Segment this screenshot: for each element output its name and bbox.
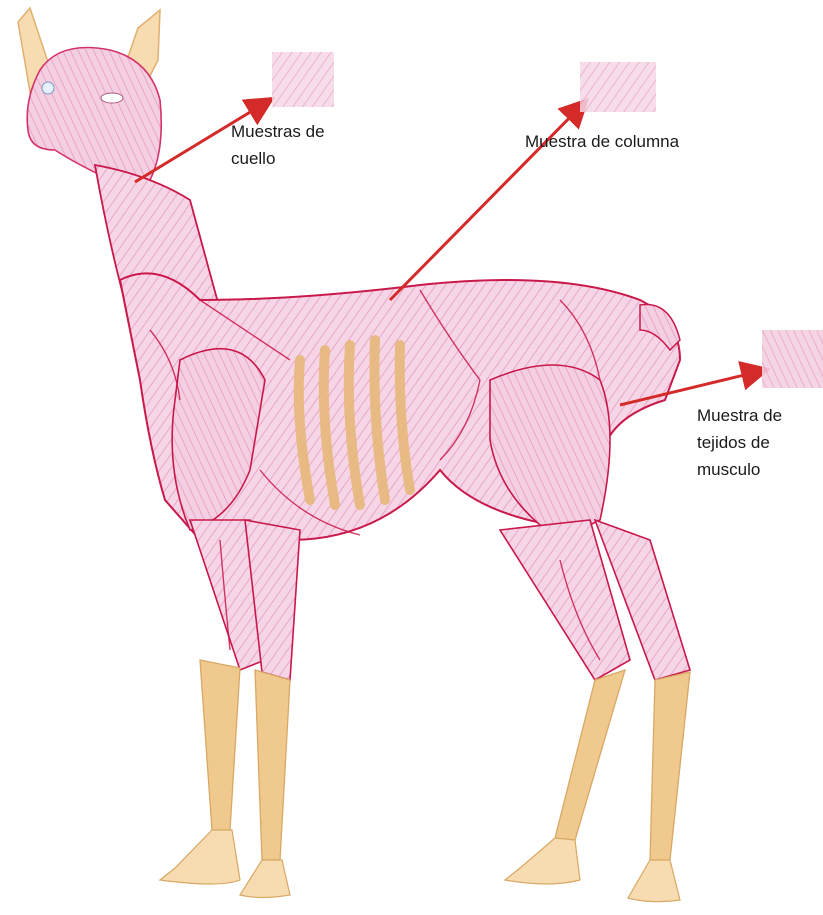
spine-sample-swatch xyxy=(580,62,656,112)
hind-shin-near xyxy=(555,670,625,840)
spine-sample-label: Muestra de columna xyxy=(525,128,765,155)
front-hoof-near xyxy=(160,830,240,884)
front-shin-near xyxy=(200,660,240,830)
hind-hoof-far xyxy=(628,860,680,902)
hind-shin-far xyxy=(650,672,690,860)
muscle-sample-swatch xyxy=(762,330,823,388)
muscle-sample-label: Muestra de tejidos de musculo xyxy=(697,402,823,483)
eye xyxy=(101,93,123,103)
front-shin-far xyxy=(255,670,290,860)
hind-hoof-near xyxy=(505,838,580,884)
front-hoof-far xyxy=(240,860,290,898)
neck-sample-swatch xyxy=(272,52,334,107)
head xyxy=(27,48,161,181)
neck-sample-label: Muestras de cuello xyxy=(231,118,381,172)
eye-far xyxy=(42,82,54,94)
